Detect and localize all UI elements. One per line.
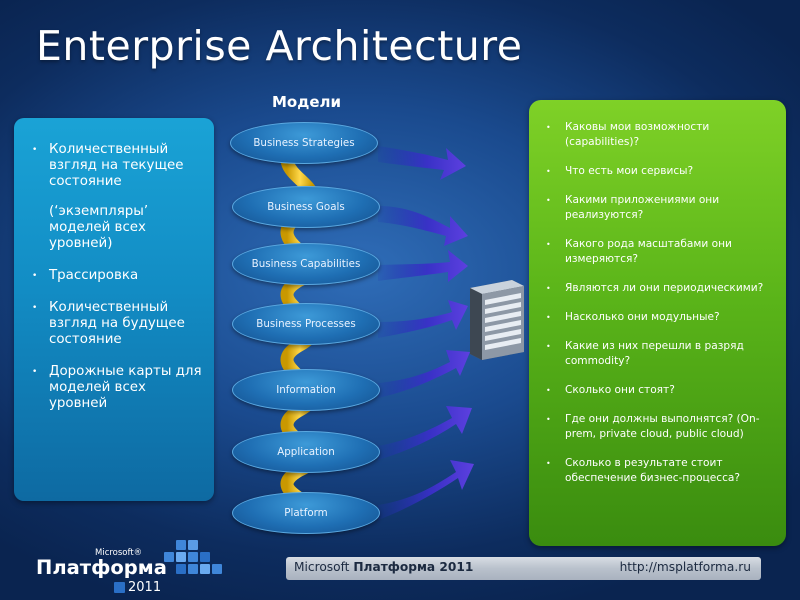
footer-event: Microsoft Платформа 2011 [294, 560, 474, 574]
flow-arrow [378, 250, 468, 282]
questions-panel: Каковы мои возможности (capabilities)? Ч… [529, 100, 786, 546]
logo-tile [176, 540, 186, 550]
flow-arrow [378, 146, 466, 180]
list-item: Где они должны выполнятся? (On-prem, pri… [543, 412, 778, 442]
model-application: Application [232, 431, 380, 473]
platforma-logo: Microsoft® Платформа 2011 [36, 540, 226, 600]
footer-bar: Microsoft Платформа 2011 http://msplatfo… [286, 557, 761, 580]
list-item: Что есть мои сервисы? [543, 164, 778, 179]
page-title: Enterprise Architecture [36, 22, 523, 70]
model-business-goals: Business Goals [232, 186, 380, 228]
flow-arrow [378, 206, 468, 246]
current-state-panel: Количественный взгляд на текущее состоян… [14, 118, 214, 501]
logo-tile [212, 564, 222, 574]
logo-tile [164, 552, 174, 562]
list-item: Сколько они стоят? [543, 383, 778, 398]
server-icon [470, 280, 524, 360]
models-label: Модели [272, 93, 342, 111]
list-item: Дорожные карты для моделей всех уровней [32, 364, 206, 412]
flow-arrow [378, 350, 470, 398]
logo-tile [114, 582, 125, 593]
list-item: Какими приложениями они реализуются? [543, 193, 778, 223]
flow-arrow [378, 300, 468, 338]
model-information: Information [232, 369, 380, 411]
list-item: Количественный взгляд на текущее состоян… [32, 142, 206, 252]
footer-url[interactable]: http://msplatforma.ru [619, 560, 751, 574]
list-item: Какого рода масштабами они измеряются? [543, 237, 778, 267]
model-business-capabilities: Business Capabilities [232, 243, 380, 285]
current-state-list: Количественный взгляд на текущее состоян… [14, 118, 214, 412]
list-item: Являются ли они периодическими? [543, 281, 778, 296]
logo-tile [188, 564, 198, 574]
list-item: Насколько они модульные? [543, 310, 778, 325]
flow-arrows [378, 146, 474, 520]
flow-arrow [378, 460, 474, 520]
list-item: Количественный взгляд на будущее состоян… [32, 300, 206, 348]
logo-tile [188, 552, 198, 562]
questions-list: Каковы мои возможности (capabilities)? Ч… [529, 100, 786, 486]
logo-tile [176, 552, 186, 562]
list-item: Какие из них перешли в разряд commodity? [543, 339, 778, 369]
logo-tile [188, 540, 198, 550]
model-platform: Platform [232, 492, 380, 534]
logo-tile [176, 564, 186, 574]
logo-microsoft: Microsoft® [95, 548, 143, 558]
list-item: Трассировка [32, 268, 206, 284]
logo-name: Платформа [36, 556, 167, 579]
logo-year: 2011 [128, 580, 162, 595]
model-business-processes: Business Processes [232, 303, 380, 345]
list-item: Сколько в результате стоит обеспечение б… [543, 456, 778, 486]
list-item: Каковы мои возможности (capabilities)? [543, 120, 778, 150]
list-item-note: (‘экземпляры’ моделей всех уровней) [49, 204, 149, 251]
logo-tile [200, 564, 210, 574]
flow-arrow [378, 406, 472, 460]
logo-tile [200, 552, 210, 562]
model-business-strategies: Business Strategies [230, 122, 378, 164]
